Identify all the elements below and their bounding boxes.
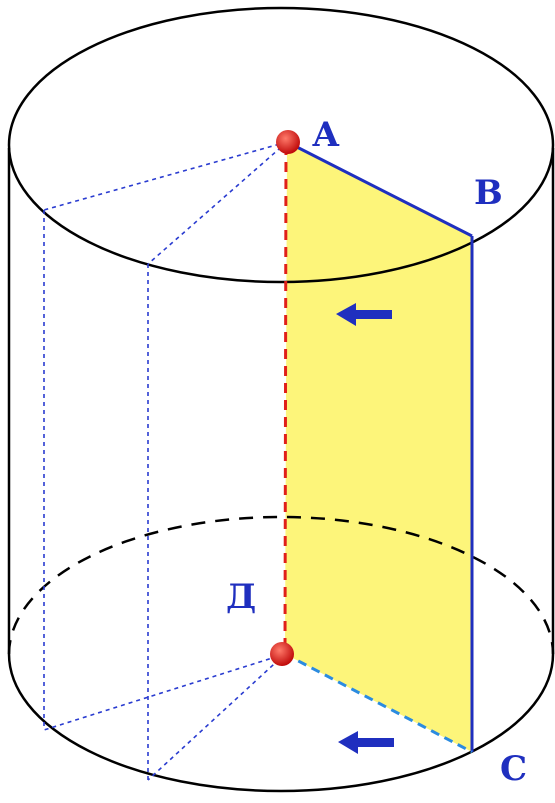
- point-d-label: Д: [226, 577, 257, 617]
- bottom-base-front-arc: [7, 653, 555, 793]
- point-b-label: В: [474, 173, 503, 213]
- edge-ab: [286, 140, 473, 238]
- point-c-label: С: [500, 749, 528, 789]
- left-arrow-icon: [336, 303, 392, 326]
- point-a-dot: [276, 130, 300, 154]
- axial-section: [285, 142, 472, 752]
- point-d-dot: [270, 642, 294, 666]
- construction-lines: [43, 141, 288, 781]
- edge-dc: [284, 652, 473, 754]
- top-base-ellipse: [7, 6, 555, 284]
- bottom-base-back-arc: [7, 515, 555, 655]
- axis-ad: [283, 144, 288, 653]
- left-arrow-icon: [338, 731, 394, 754]
- point-a-label: А: [312, 115, 340, 155]
